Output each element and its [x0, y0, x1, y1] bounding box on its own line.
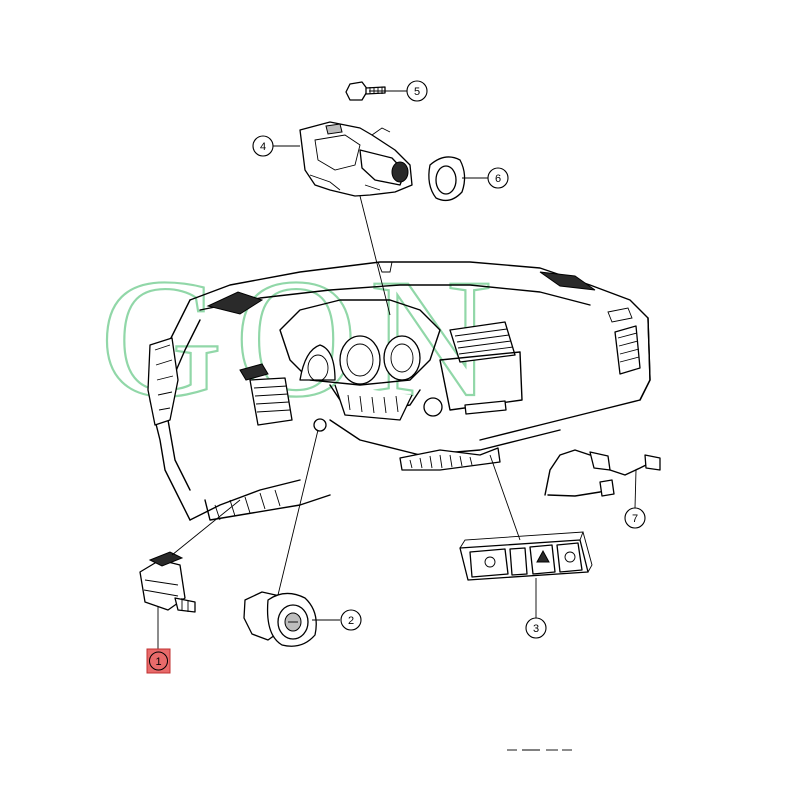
part-7-wire-harness — [544, 449, 661, 497]
callout-1: 1 — [146, 648, 171, 674]
leader-lines — [157, 90, 637, 650]
callout-6: 6 — [487, 167, 509, 189]
callout-1-label: 1 — [155, 656, 161, 668]
part-2-ignition-switch — [243, 591, 317, 647]
callout-7-circle — [624, 507, 646, 529]
part-1-headlamp-switch — [139, 551, 196, 613]
callout-3-circle — [525, 617, 547, 639]
part-5-bolt — [345, 81, 386, 101]
callout-4: 4 — [252, 135, 274, 157]
instrument-panel — [147, 261, 651, 521]
callout-7: 7 — [624, 507, 646, 529]
callout-5: 5 — [406, 80, 428, 102]
callout-2-circle — [340, 609, 362, 631]
callout-4-circle — [252, 135, 274, 157]
callout-6-circle — [487, 167, 509, 189]
part-4-lock-housing — [299, 121, 413, 197]
callout-6-label: 6 — [495, 173, 501, 185]
callout-3: 3 — [525, 617, 547, 639]
callout-2: 2 — [340, 609, 362, 631]
callout-5-label: 5 — [414, 86, 420, 98]
part-6-bezel-ring — [428, 156, 466, 202]
callout-3-label: 3 — [533, 623, 539, 635]
callout-5-circle — [406, 80, 428, 102]
callout-7-label: 7 — [632, 513, 638, 525]
callout-1-circle — [149, 651, 168, 671]
callout-2-label: 2 — [348, 615, 354, 627]
part-3-switch-bank — [459, 531, 593, 581]
callout-4-label: 4 — [260, 141, 266, 153]
